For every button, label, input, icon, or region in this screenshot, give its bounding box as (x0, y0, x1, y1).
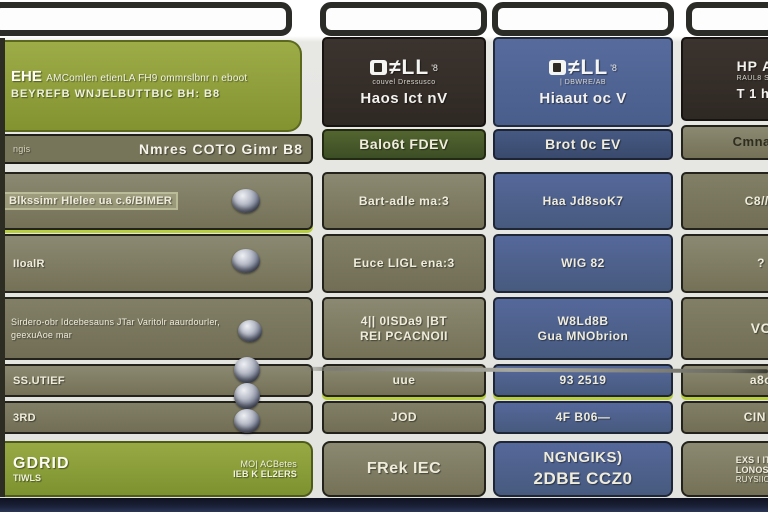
product1-logo-sup: '8 (431, 62, 438, 73)
product2-value-5: 4F B06— (555, 410, 611, 424)
features-header: EHE AMComlen etienLA FH9 ommrslbnr n ebo… (5, 40, 302, 132)
product1-strip: Balo6t FDEV (322, 129, 486, 160)
product2-value-2: WIG 82 (561, 256, 605, 270)
product1-value-4: uue (392, 373, 416, 387)
product1-model-name: Haos Ict nV (360, 90, 448, 107)
product2-footer: NGNGIKS) 2DBE CCZ0 (493, 441, 673, 497)
product3-value-1: C8//E (744, 193, 768, 208)
feature-row-3: Sirdero-obr Idcebesauns JTar Varitolr aa… (5, 297, 313, 360)
feature-row-4: SS.UTIEF (5, 364, 313, 397)
feature-row-2: IIoalR (5, 234, 313, 293)
product1-row-5: JOD (322, 401, 486, 434)
feature-row-3-line1: Sirdero-obr Idcebesauns JTar Varitolr aa… (11, 317, 220, 327)
product1-value-5: JOD (390, 410, 418, 424)
product3-strip: Cmnar It (681, 125, 768, 160)
product3-brand: HP AUS| (736, 57, 768, 74)
product3-row-3: VC (681, 297, 768, 360)
product2-row-3: W8Ld8B Gua MNObrion (493, 297, 673, 360)
product2-value-3b: Gua MNObrion (537, 328, 629, 343)
product3-model-name: T 1 hyme (736, 85, 768, 101)
product1-value-2: Euce LIGL ena:3 (353, 256, 455, 270)
product1-value-3b: REI PCACNOII (359, 328, 448, 343)
product2-row-5: 4F B06— (493, 401, 673, 434)
product1-row-2: Euce LIGL ena:3 (322, 234, 486, 293)
product2-value-3a: W8Ld8B (557, 313, 609, 328)
feature-row-5-label: 3RD (13, 411, 36, 424)
features-header-badge: EHE (11, 68, 42, 85)
product1-logo: ≠LL'8 (360, 57, 447, 78)
tab-product2-column[interactable] (492, 2, 674, 36)
product2-logo-text: ≠LL (568, 56, 609, 79)
info-sphere-icon[interactable] (234, 409, 260, 433)
feature-row-2-label: IIoalR (13, 257, 45, 270)
info-sphere-icon[interactable] (238, 320, 262, 342)
tab-product3-column[interactable] (686, 2, 768, 36)
product3-row-5: CIN S (681, 401, 768, 434)
product1-logo-subtext: couvel Dressusco (372, 79, 436, 86)
product3-value-5: CIN S (743, 410, 768, 424)
product1-value-1: Bart-adle ma:3 (358, 193, 450, 208)
product2-logo: ≠LL'8 (539, 57, 626, 78)
product1-row-1: Bart-adle ma:3 (322, 172, 486, 230)
product2-strip: Brot 0c EV (493, 129, 673, 160)
card-left-edge (0, 38, 5, 497)
product3-value-3: VC (750, 319, 768, 336)
product3-footer-line3: RUYSIIOS NA (735, 474, 768, 484)
info-sphere-icon[interactable] (234, 383, 260, 409)
feature-row-1-label[interactable]: Blkssimr Hlelee ua c.6/BIMER (5, 192, 179, 210)
features-subrow-left: ngis (13, 144, 31, 154)
feature-row-5: 3RD (5, 401, 313, 434)
product2-row-2: WIG 82 (493, 234, 673, 293)
features-header-line1: AMComlen etienLA FH9 ommrslbnr n eboot (46, 73, 248, 84)
bottom-bar (0, 498, 768, 512)
product2-header: ≠LL'8 | DBWRE/AB Hiaaut oc V (493, 37, 673, 127)
features-footer-left2: TIWLS (13, 473, 41, 483)
product3-footer-line2: LONOST EOF (735, 464, 768, 475)
product1-header: ≠LL'8 couvel Dressusco Haos Ict nV (322, 37, 486, 127)
product2-value-1: Haa Jd8soK7 (542, 193, 624, 208)
product2-logo-sup: '8 (610, 62, 617, 73)
product3-row-1: C8//E (681, 172, 768, 230)
product1-row-3: 4|| 0ISDa9 |BT REI PCACNOII (322, 297, 486, 360)
product3-value-2: ? (757, 256, 765, 270)
product3-header: HP AUS| RAUL8 S&SSAUTE T 1 hyme (681, 37, 768, 121)
features-footer: GDRID TIWLS MO| ACBetes IEB K EL2ERS (5, 441, 313, 497)
product2-model-name: Hiaaut oc V (539, 90, 627, 107)
features-subrow: ngis Nmres COTO Gimr B8 (5, 134, 313, 164)
brand-logo-icon (370, 60, 388, 75)
product2-logo-subtext: | DBWRE/AB (559, 79, 607, 86)
info-sphere-icon[interactable] (234, 357, 260, 383)
brand-logo-icon (549, 60, 567, 75)
product1-value-3a: 4|| 0ISDa9 |BT (360, 313, 448, 328)
info-sphere-icon[interactable] (232, 189, 260, 213)
product2-row-1: Haa Jd8soK7 (493, 172, 673, 230)
feature-row-3-line2: geexuAoe mar (11, 330, 72, 340)
product3-footer: EXS I ITAFI LONOST EOF RUYSIIOS NA (681, 441, 768, 497)
product1-strip-label: Balo6t FDEV (359, 135, 449, 152)
product2-strip-label: Brot 0c EV (545, 135, 621, 152)
features-footer-left1: GDRID (13, 455, 70, 472)
product1-footer-value: FRek IEC (366, 460, 442, 477)
product1-logo-text: ≠LL (389, 56, 430, 79)
features-footer-right1: MO| ACBetes (240, 459, 297, 469)
product3-subtext: RAUL8 S&SSAUTE (736, 74, 768, 82)
product2-value-4: 93 2519 (559, 373, 607, 387)
product3-footer-line1: EXS I ITAFI (735, 454, 768, 465)
feature-row-1: Blkssimr Hlelee ua c.6/BIMER (5, 172, 313, 230)
info-sphere-icon[interactable] (232, 249, 260, 273)
product3-value-4: a8o (749, 373, 768, 387)
feature-row-4-label: SS.UTIEF (13, 374, 65, 387)
product1-footer: FRek IEC (322, 441, 486, 497)
features-header-line2: BEYREFB WNJELBUTTBIC BH: B8 (11, 88, 221, 100)
tab-product1-column[interactable] (320, 2, 487, 36)
features-footer-right2: IEB K EL2ERS (233, 469, 297, 479)
product3-strip-label: Cmnar It (732, 134, 768, 150)
product3-row-2: ? (681, 234, 768, 293)
product2-footer-line1: NGNGIKS) (543, 449, 623, 466)
tab-features-column[interactable] (0, 2, 292, 36)
features-subrow-right: Nmres COTO Gimr B8 (138, 141, 303, 157)
product2-footer-line2: 2DBE CCZ0 (533, 468, 633, 488)
